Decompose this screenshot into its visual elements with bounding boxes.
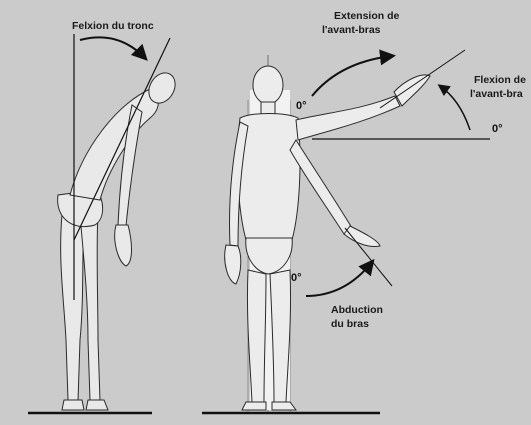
side-figure — [58, 68, 181, 410]
abduction-zero-mark: 0° — [291, 272, 302, 284]
trunk-flexion-label: Felxion du tronc — [72, 20, 154, 33]
elbow-extension-zero-mark: 0° — [296, 100, 307, 112]
forearm-extension-arrow — [312, 56, 392, 96]
arm-abduction-label-line2: du bras — [331, 318, 369, 331]
abduction-arrow — [306, 262, 372, 296]
forearm-extension-label-line1: Extension de — [334, 10, 399, 23]
front-figure — [225, 66, 430, 410]
forearm-extension-label-line2: l'avant-bras — [322, 24, 381, 37]
forearm-axis-line — [380, 50, 465, 108]
trunk-flexion-arrow — [80, 37, 145, 58]
elbow-flexion-zero-mark: 0° — [492, 123, 503, 135]
forearm-flexion-arrow — [440, 86, 470, 130]
arm-abduction-label-line1: Abduction — [331, 304, 383, 317]
forearm-flexion-label-line1: Flexion de — [474, 74, 526, 87]
forearm-flexion-label-line2: l'avant-bra — [470, 88, 523, 101]
